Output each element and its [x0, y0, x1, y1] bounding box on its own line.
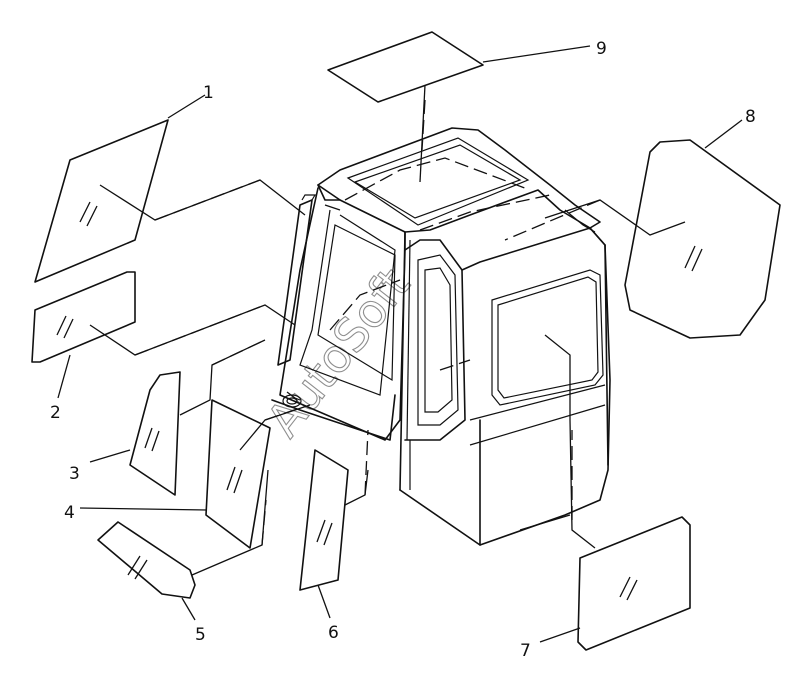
glass-panel-2	[31, 271, 136, 363]
callout-1: 1	[203, 83, 214, 103]
glass-panel-9	[327, 31, 484, 103]
callout-8: 8	[745, 107, 756, 127]
leader-lines	[57, 45, 743, 643]
callout-numbers: 1 2 3 4 5 6 7 8 9	[50, 39, 756, 661]
autosoft-watermark: AutoSoft	[256, 258, 420, 447]
glass-panel-7	[577, 516, 691, 651]
excavator-cab	[271, 127, 611, 546]
callout-4: 4	[64, 503, 75, 523]
glass-panel-3	[129, 371, 181, 496]
callout-7: 7	[520, 641, 531, 661]
glass-panel-4	[205, 399, 271, 549]
glass-panel-6	[299, 449, 349, 591]
glass-panel-8	[624, 139, 781, 339]
glass-panel-5	[97, 521, 196, 599]
callout-5: 5	[195, 625, 206, 645]
callout-9: 9	[596, 39, 607, 59]
assembly-lines	[89, 84, 686, 576]
glass-panel-1	[34, 119, 169, 283]
callout-2: 2	[50, 403, 61, 423]
callout-6: 6	[328, 623, 339, 643]
callout-3: 3	[69, 464, 80, 484]
